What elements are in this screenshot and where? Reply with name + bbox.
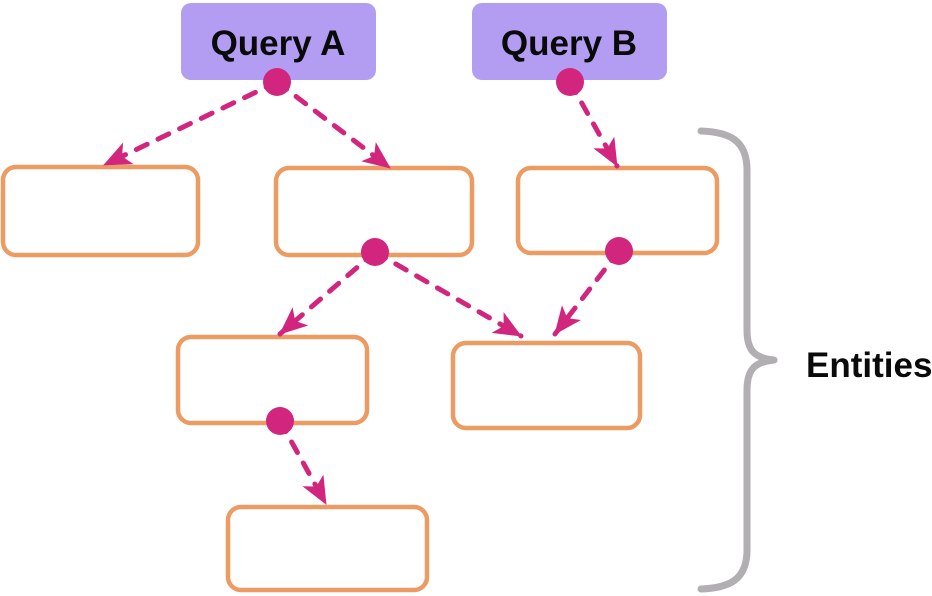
arrow-entity-4-to-entity-6 (277, 418, 329, 507)
entities-label: Entities (806, 346, 932, 385)
arrow-query-a-to-entity-1 (101, 79, 280, 168)
branch-dot-query-b (556, 68, 584, 96)
query-b-label: Query B (501, 24, 637, 63)
entities-brace-icon (697, 127, 778, 593)
arrow-entity-2-to-entity-4 (277, 249, 378, 337)
arrow-entity-3-to-entity-5 (552, 248, 622, 337)
branch-dot-entity-3 (605, 237, 633, 265)
arrow-entity-2-to-entity-5 (372, 249, 524, 339)
query-b-box (472, 3, 667, 80)
entity-box-6 (225, 504, 430, 593)
entity-box-5 (450, 340, 643, 431)
branch-dot-entity-2 (361, 238, 389, 266)
arrow-query-a-to-entity-2 (274, 79, 393, 171)
query-a-label: Query A (211, 24, 346, 63)
query-a-box (181, 3, 376, 80)
arrow-query-b-to-entity-3 (567, 79, 620, 169)
branch-dot-query-a (263, 68, 291, 96)
branch-dot-entity-4 (266, 407, 294, 435)
entity-box-1 (0, 164, 201, 258)
